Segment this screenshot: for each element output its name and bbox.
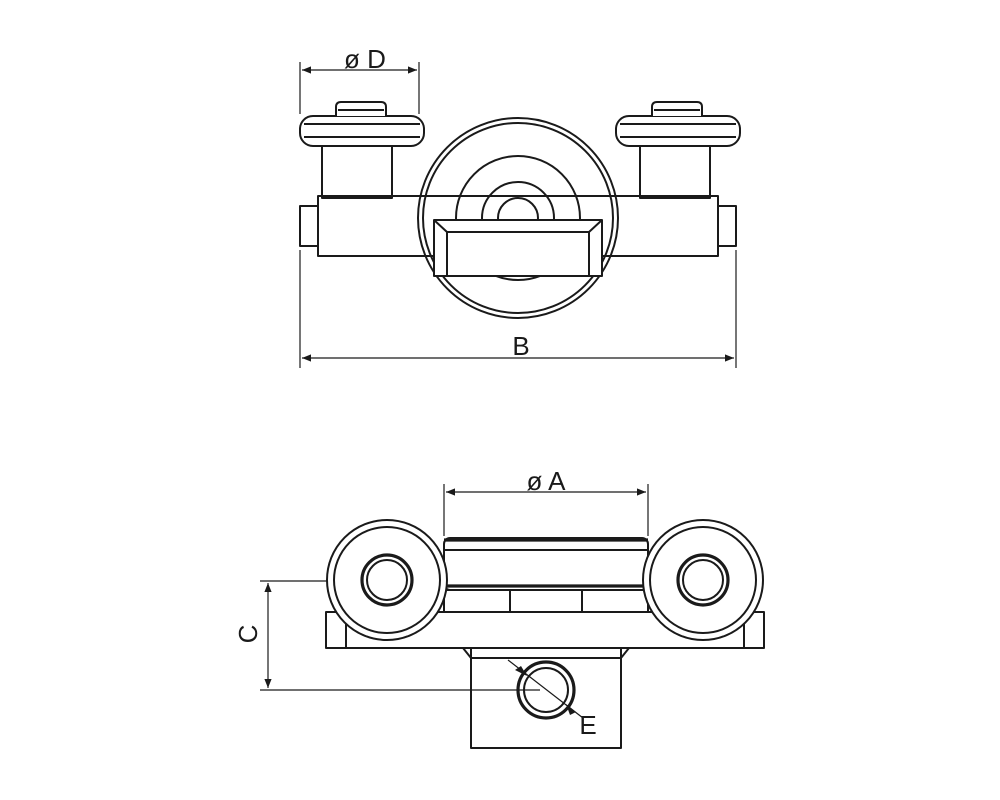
dimension-b-label: B	[512, 331, 529, 361]
dimension-b: B	[299, 250, 737, 368]
top-left-roller-post	[299, 101, 425, 199]
front-view: ø A C E	[233, 466, 765, 749]
top-central-wheel	[417, 117, 619, 319]
front-right-wheel	[642, 519, 764, 641]
front-left-wheel	[326, 519, 448, 641]
dimension-a-label: ø A	[526, 466, 566, 496]
dimension-a: ø A	[443, 466, 649, 536]
dimension-e-label: E	[579, 710, 596, 740]
dimension-d: ø D	[299, 44, 420, 114]
dimension-c-label: C	[233, 625, 263, 644]
top-right-roller-post	[615, 101, 741, 199]
front-central-disc	[443, 537, 649, 613]
dimension-e: E	[507, 659, 597, 740]
top-clamp-block	[433, 219, 603, 277]
dimension-d-label: ø D	[344, 44, 386, 74]
top-view: ø D B	[299, 44, 741, 368]
front-lower-block	[462, 647, 630, 749]
dimension-c: C	[233, 580, 540, 691]
